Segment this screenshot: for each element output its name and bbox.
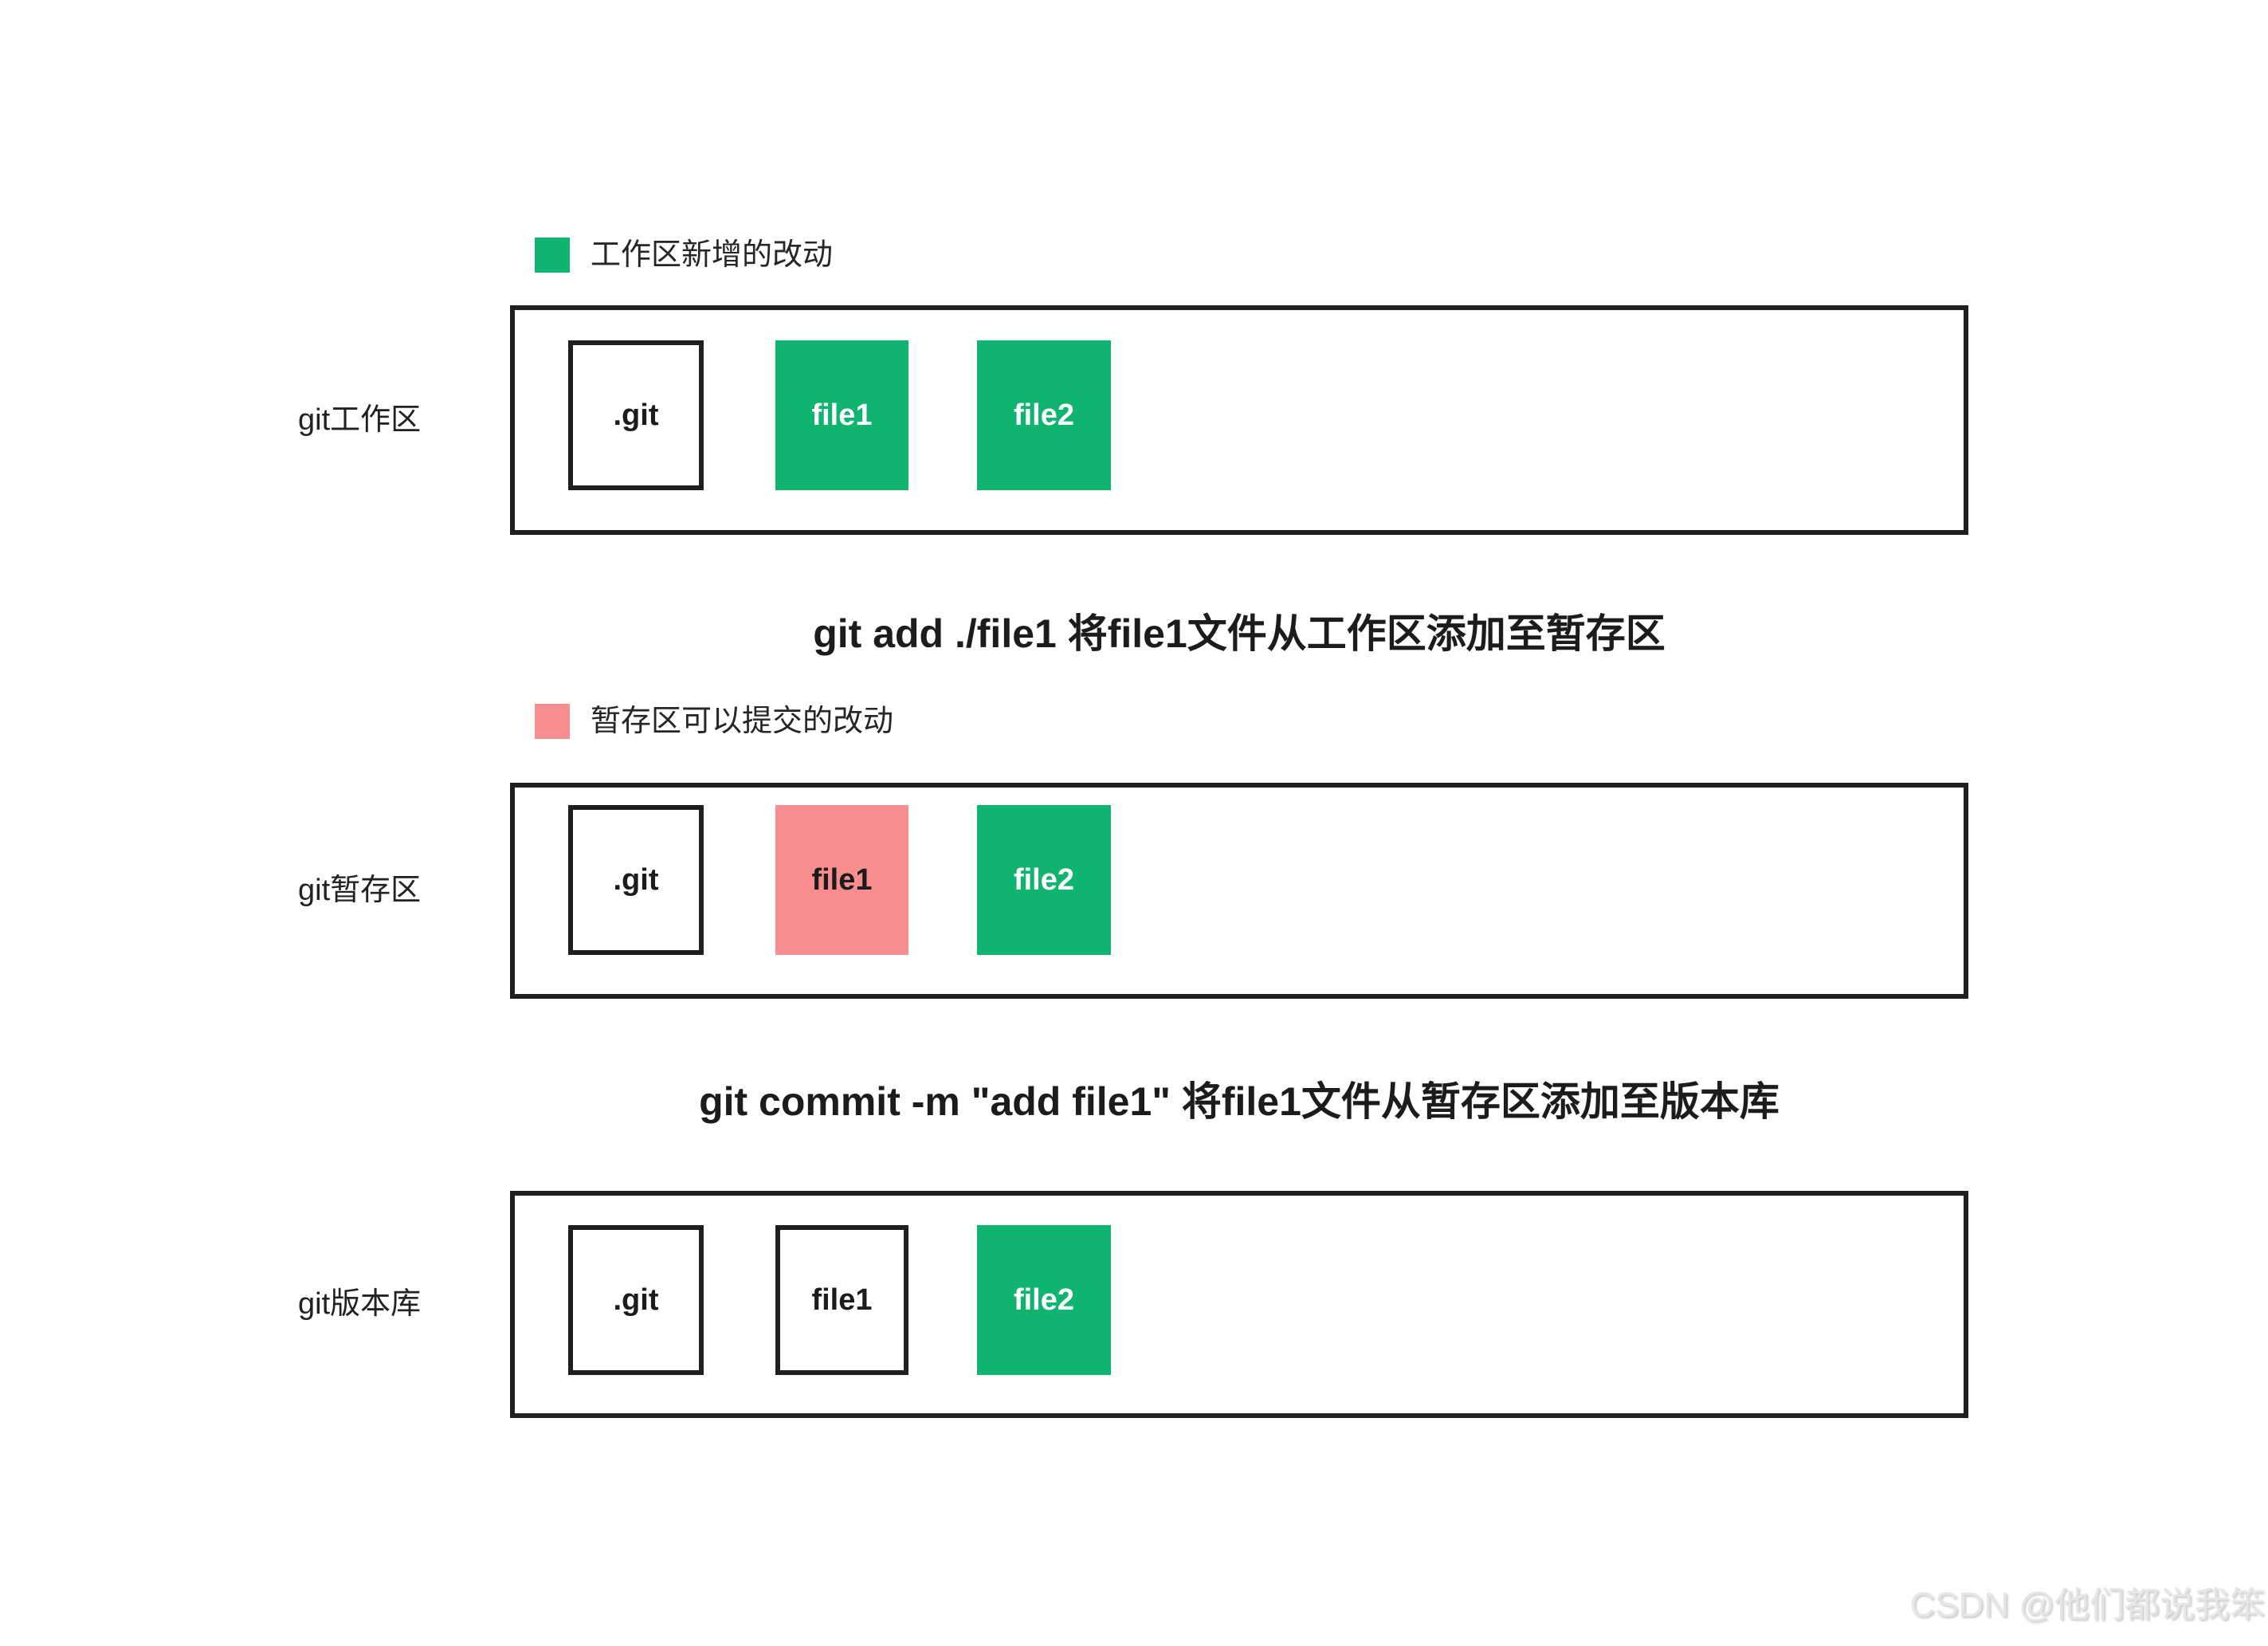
- csdn-watermark: CSDN @他们都说我笨: [1909, 1585, 2265, 1624]
- row-label-workspace: git工作区: [298, 403, 422, 437]
- file1-label: file1: [811, 1283, 873, 1317]
- file2-label: file2: [1013, 1283, 1075, 1317]
- row-label-staging: git暂存区: [298, 874, 422, 907]
- staging-box: .git file1 file2: [510, 783, 1968, 999]
- command-git-commit: git commit -m "add file1" 将file1文件从暂存区添加…: [699, 1079, 1779, 1124]
- file2-label: file2: [1013, 862, 1075, 897]
- legend-workspace-changes: 工作区新增的改动: [535, 237, 833, 273]
- pink-swatch-icon: [535, 704, 570, 739]
- row-label-repository: git版本库: [298, 1287, 422, 1321]
- file1-box: file1: [775, 1225, 908, 1375]
- green-swatch-icon: [535, 238, 570, 273]
- legend-label: 工作区新增的改动: [591, 238, 834, 272]
- legend-staging-changes: 暂存区可以提交的改动: [535, 703, 893, 740]
- git-dir-label: .git: [613, 862, 659, 897]
- git-dir-label: .git: [613, 398, 659, 432]
- file1-label: file1: [811, 862, 873, 897]
- file2-box: file2: [977, 340, 1111, 490]
- command-git-add: git add ./file1 将file1文件从工作区添加至暂存区: [813, 611, 1666, 656]
- git-dir-box: .git: [568, 340, 704, 490]
- git-dir-box: .git: [568, 1225, 704, 1375]
- file1-label: file1: [811, 398, 873, 432]
- file2-box: file2: [977, 805, 1111, 955]
- workspace-box: .git file1 file2: [510, 305, 1968, 535]
- file2-box: file2: [977, 1225, 1111, 1375]
- repository-box: .git file1 file2: [510, 1191, 1968, 1418]
- legend-label: 暂存区可以提交的改动: [591, 705, 894, 738]
- file1-box: file1: [775, 340, 908, 490]
- file2-label: file2: [1013, 398, 1075, 432]
- file1-box: file1: [775, 805, 908, 955]
- git-dir-box: .git: [568, 805, 704, 955]
- git-dir-label: .git: [613, 1283, 659, 1317]
